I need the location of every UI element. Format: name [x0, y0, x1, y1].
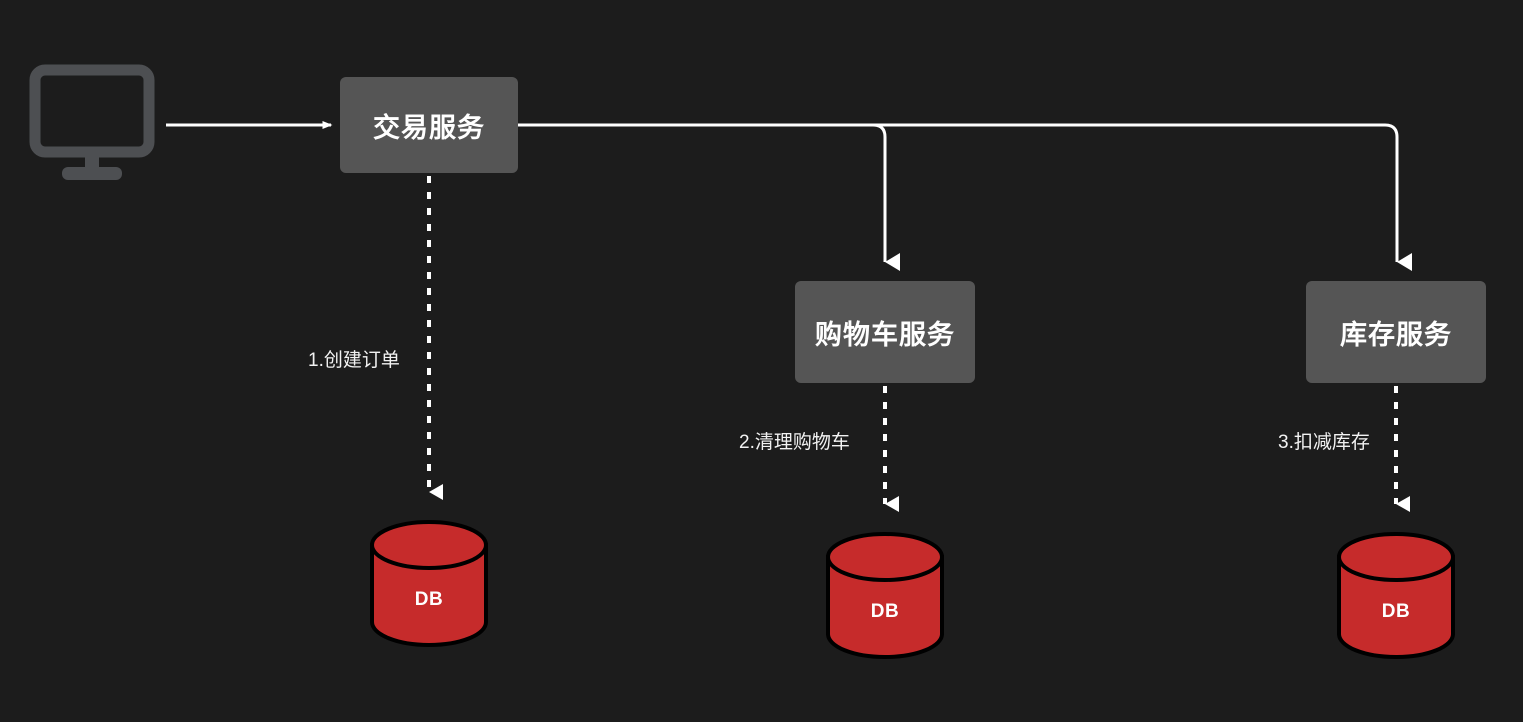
edge-transaction-to-inventory [518, 123, 1412, 271]
monitor-icon [29, 64, 155, 180]
service-label-transaction-service: 交易服务 [373, 112, 485, 143]
edge-transaction-to-cart [518, 123, 900, 271]
service-node-cart-service[interactable]: 购物车服务 [795, 281, 975, 383]
edge-label-cart-to-db: 2.清理购物车 [739, 432, 850, 453]
service-label-inventory-service: 库存服务 [1340, 319, 1452, 350]
database-transaction-db[interactable] [370, 520, 488, 647]
database-cart-db[interactable] [826, 532, 944, 659]
service-label-cart-service: 购物车服务 [815, 319, 955, 350]
edge-label-inventory-to-db: 3.扣减库存 [1278, 432, 1370, 453]
service-node-inventory-service[interactable]: 库存服务 [1306, 281, 1486, 383]
database-inventory-db[interactable] [1337, 532, 1455, 659]
edge-label-transaction-to-db: 1.创建订单 [308, 350, 400, 371]
service-node-transaction-service[interactable]: 交易服务 [340, 77, 518, 173]
